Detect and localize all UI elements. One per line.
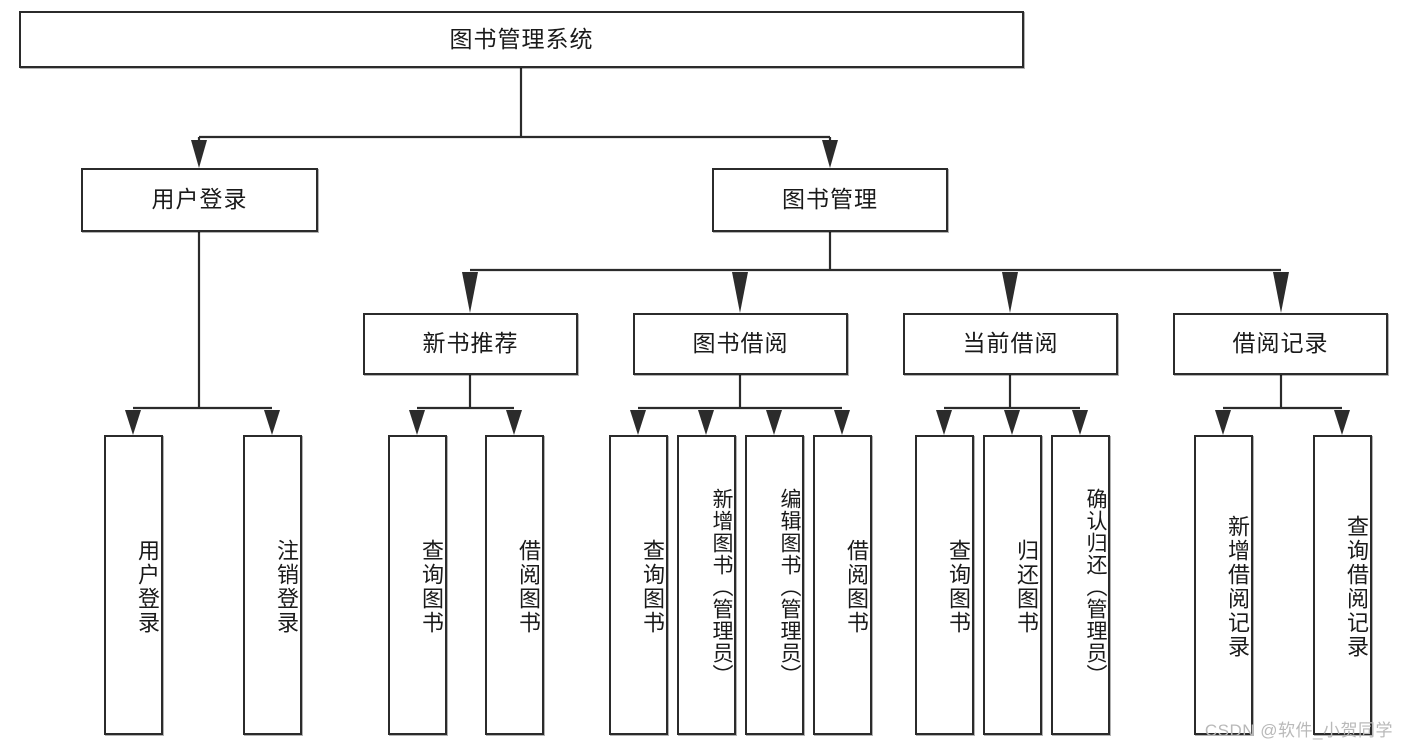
node-label: 查询图书 <box>946 539 971 635</box>
node-label: 当前借阅 <box>962 330 1059 357</box>
leaf-book-borrow-edit-book-admin[interactable]: 编辑图书（管理员） <box>745 435 804 735</box>
node-borrow-record[interactable]: 借阅记录 <box>1173 313 1388 375</box>
node-label: 编辑图书（管理员） <box>778 488 801 686</box>
node-label: 图书管理 <box>782 186 878 213</box>
watermark: CSDN @软件_小贺同学 <box>1204 721 1393 740</box>
node-label: 图书借阅 <box>692 330 789 357</box>
node-label: 用户登录 <box>151 186 248 213</box>
leaf-book-borrow-query-book[interactable]: 查询图书 <box>609 435 668 735</box>
node-book-management[interactable]: 图书管理 <box>712 168 948 232</box>
leaf-current-borrow-confirm-return-admin[interactable]: 确认归还（管理员） <box>1051 435 1110 735</box>
leaf-user-login-logout[interactable]: 注销登录 <box>243 435 302 735</box>
leaf-new-book-borrow-book[interactable]: 借阅图书 <box>485 435 544 735</box>
node-label: 注销登录 <box>274 539 299 635</box>
node-label: 借阅图书 <box>844 539 869 635</box>
leaf-book-borrow-borrow-book[interactable]: 借阅图书 <box>813 435 872 735</box>
leaf-current-borrow-query-book[interactable]: 查询图书 <box>915 435 974 735</box>
node-label: 借阅图书 <box>516 539 541 635</box>
leaf-new-book-query-book[interactable]: 查询图书 <box>388 435 447 735</box>
node-current-borrow[interactable]: 当前借阅 <box>903 313 1118 375</box>
leaf-user-login-login[interactable]: 用户登录 <box>104 435 163 735</box>
node-user-login[interactable]: 用户登录 <box>81 168 318 232</box>
node-label: 新增借阅记录 <box>1225 515 1250 659</box>
node-label: 查询图书 <box>419 539 444 635</box>
leaf-borrow-record-query-record[interactable]: 查询借阅记录 <box>1313 435 1372 735</box>
node-label: 新书推荐 <box>422 330 519 357</box>
node-label: 查询借阅记录 <box>1344 515 1369 659</box>
node-label: 图书管理系统 <box>449 25 594 52</box>
node-label: 用户登录 <box>135 539 160 635</box>
node-label: 新增图书（管理员） <box>710 488 733 686</box>
leaf-borrow-record-add-record[interactable]: 新增借阅记录 <box>1194 435 1253 735</box>
node-label: 归还图书 <box>1014 539 1039 635</box>
node-book-borrow[interactable]: 图书借阅 <box>633 313 848 375</box>
leaf-current-borrow-return-book[interactable]: 归还图书 <box>983 435 1042 735</box>
node-new-book-recommend[interactable]: 新书推荐 <box>363 313 578 375</box>
node-label: 查询图书 <box>640 539 665 635</box>
node-label: 借阅记录 <box>1232 330 1329 357</box>
node-label: 确认归还（管理员） <box>1084 488 1107 686</box>
leaf-book-borrow-add-book-admin[interactable]: 新增图书（管理员） <box>677 435 736 735</box>
node-root-book-management-system[interactable]: 图书管理系统 <box>19 11 1024 68</box>
